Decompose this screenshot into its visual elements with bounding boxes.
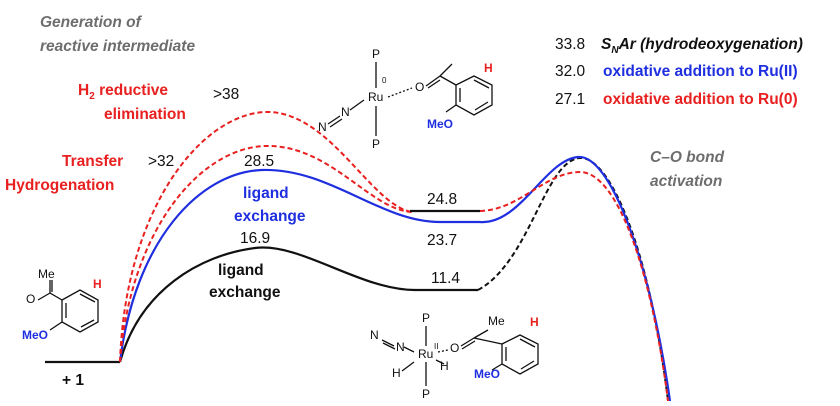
substrate-meo: MeO — [22, 328, 48, 342]
ru2-p-top: P — [422, 311, 430, 325]
ru0-n2-a: N — [341, 105, 350, 119]
transfer-label-line2: Hydrogenation — [5, 177, 114, 194]
legend-value-snar: 33.8 — [555, 36, 585, 53]
ru2-meo: MeO — [474, 367, 500, 381]
ru2-h3: H — [530, 315, 539, 329]
blue-ligand-exchange-curve — [118, 168, 480, 363]
middle-well-value: 23.7 — [427, 232, 457, 249]
transfer-label-line1: Transfer — [62, 153, 123, 170]
h2-label-line2: elimination — [104, 106, 186, 123]
ru0-ru: Ru — [368, 90, 383, 104]
black-well-value: 11.4 — [431, 270, 460, 287]
ru2-n2-b: N — [370, 328, 379, 342]
ru2-ru: Ru — [418, 347, 433, 361]
generation-label-line2: reactive intermediate — [40, 38, 195, 55]
black-exchange-line2: exchange — [209, 284, 281, 301]
legend-label-ru0: oxidative addition to Ru(0) — [603, 91, 798, 108]
ru2-me: Me — [488, 314, 505, 328]
ru0-o: O — [415, 80, 424, 94]
ru0-h: H — [484, 61, 493, 75]
h2-value: >38 — [213, 86, 239, 103]
cleavage-label-line1: C–O bond — [650, 149, 725, 166]
substrate-o: O — [26, 292, 35, 306]
generation-label-line1: Generation of — [40, 14, 143, 31]
h2-label-line1: H2 reductive — [78, 82, 168, 102]
transfer-value: >32 — [148, 153, 174, 170]
ru2-h2: H — [440, 359, 449, 373]
substrate-molecule: Me O H MeO — [22, 267, 102, 342]
start-label: + 1 — [62, 372, 84, 389]
ru2-o: O — [450, 341, 459, 355]
cleavage-label-line2: activation — [650, 173, 722, 190]
blue-peak-value: 28.5 — [244, 153, 274, 170]
ru2-p-bottom: P — [422, 387, 430, 401]
h2-reductive-elimination-curve — [119, 110, 413, 363]
ru0-n2-b: N — [318, 120, 327, 134]
ru0-meo: MeO — [427, 117, 453, 131]
black-exchange-line1: ligand — [218, 262, 264, 279]
snar-ts-curve — [477, 156, 669, 402]
ru0-ox: 0 — [382, 76, 387, 85]
legend-label-snar: SNAr (hydrodeoxygenation) — [601, 36, 803, 56]
ox-add-ru0-curve — [479, 170, 669, 402]
legend: 33.8 SNAr (hydrodeoxygenation) 32.0 oxid… — [555, 36, 803, 108]
legend-value-ru2: 32.0 — [555, 63, 586, 80]
blue-well-value: 24.8 — [427, 191, 457, 208]
ru2-n2-a: N — [396, 340, 405, 354]
ru0-p-bottom: P — [372, 137, 380, 151]
transfer-hydrogenation-curve — [119, 144, 413, 363]
ox-add-ru2-curve — [479, 155, 672, 402]
legend-value-ru0: 27.1 — [555, 91, 585, 108]
ru2-h1: H — [392, 366, 401, 380]
ru2-ox: II — [434, 342, 438, 351]
substrate-me: Me — [38, 267, 55, 281]
blue-exchange-line1: ligand — [243, 185, 289, 202]
ru0-p-top: P — [372, 47, 380, 61]
ru2-complex: P P Ru II O Me N N H H H MeO — [370, 311, 539, 401]
blue-exchange-line2: exchange — [234, 208, 306, 225]
curves — [45, 110, 672, 402]
ru0-complex: P P Ru 0 O N N H MeO — [318, 47, 493, 151]
black-peak-value: 16.9 — [240, 230, 270, 247]
substrate-h: H — [93, 277, 102, 291]
legend-label-ru2: oxidative addition to Ru(II) — [603, 63, 798, 80]
black-ligand-exchange-curve — [118, 246, 478, 363]
